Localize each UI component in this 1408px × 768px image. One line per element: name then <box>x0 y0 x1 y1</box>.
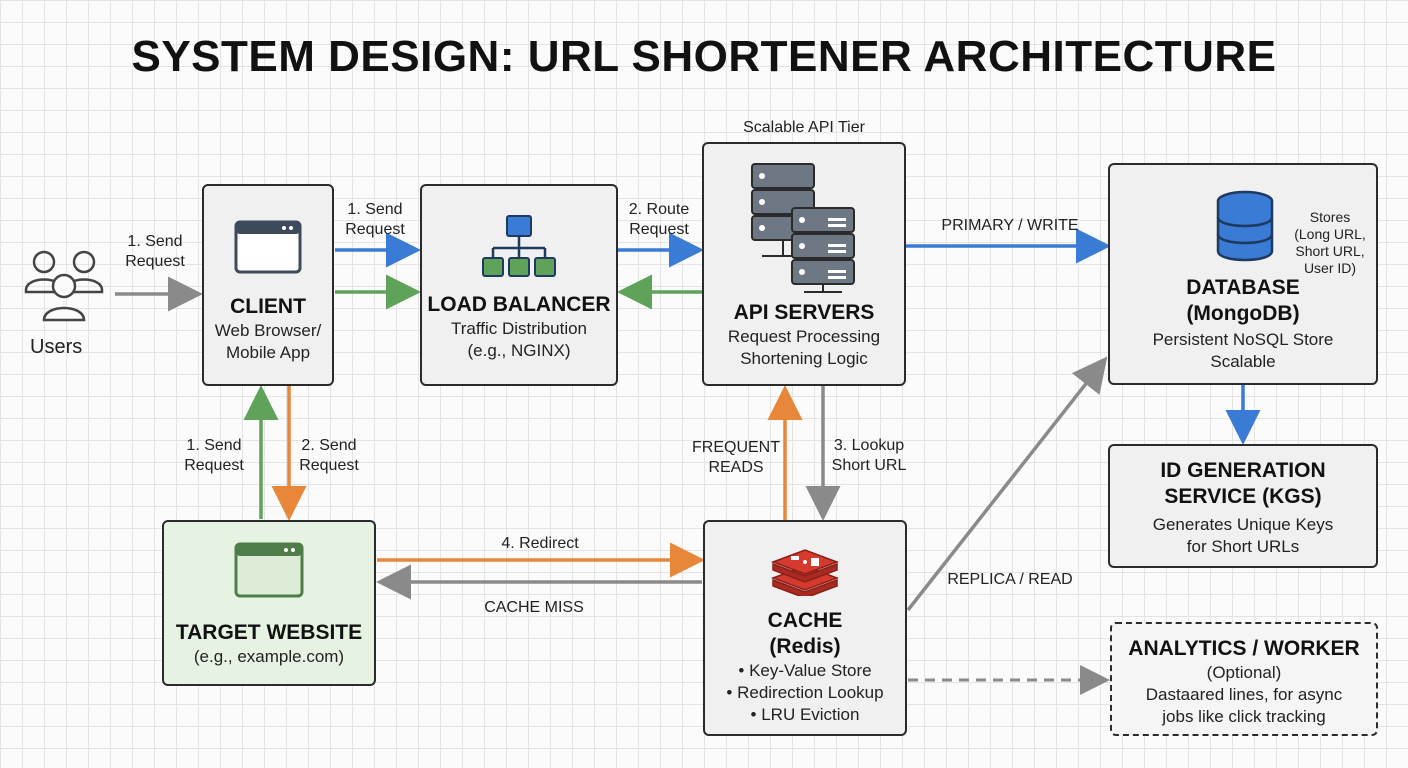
cache-bullet-2: • Redirection Lookup <box>726 683 884 702</box>
target-website-box[interactable]: TARGET WEBSITE (e.g., example.com) <box>162 520 376 686</box>
database-stores-note: Stores(Long URL,Short URL,User ID) <box>1294 209 1366 276</box>
client-title: CLIENT <box>230 295 306 318</box>
cache-title-2: (Redis) <box>769 635 841 658</box>
db-sub-1: Persistent NoSQL Store <box>1152 330 1334 349</box>
users-label: Users <box>30 336 83 358</box>
api-tier-label: Scalable API Tier <box>743 119 865 136</box>
lb-title: LOAD BALANCER <box>427 293 611 316</box>
lb-sub-1: Traffic Distribution <box>450 319 588 338</box>
users-icon <box>24 250 104 322</box>
label-primary-write: PRIMARY / WRITE <box>941 217 1079 234</box>
kgs-title-2: SERVICE (KGS) <box>1164 485 1322 508</box>
db-sub-2: Scalable <box>1210 352 1276 371</box>
db-title-2: (MongoDB) <box>1186 302 1300 325</box>
api-sub-1: Request Processing <box>727 327 881 346</box>
analytics-title: ANALYTICS / WORKER <box>1128 637 1360 660</box>
browser-window-icon <box>234 220 302 274</box>
database-box[interactable]: Stores(Long URL,Short URL,User ID) DATAB… <box>1108 163 1378 385</box>
website-window-icon <box>234 542 304 598</box>
analytics-sub-1: (Optional) <box>1206 663 1282 682</box>
cache-bullet-3: • LRU Eviction <box>750 705 860 724</box>
lb-sub-2: (e.g., NGINX) <box>467 341 571 360</box>
redis-icon <box>770 549 840 596</box>
client-sub-1: Web Browser/ <box>214 321 322 340</box>
analytics-sub-3: jobs like click tracking <box>1162 707 1326 726</box>
analytics-sub-2: Dastaared lines, for async <box>1145 685 1343 704</box>
servers-icon <box>751 163 855 293</box>
db-title-1: DATABASE <box>1186 276 1300 299</box>
diagram-title: SYSTEM DESIGN: URL SHORTENER ARCHITECTUR… <box>131 32 1277 81</box>
arrow-replica-read <box>906 356 1108 612</box>
cache-bullet-1: • Key-Value Store <box>738 661 872 680</box>
analytics-worker-box[interactable]: ANALYTICS / WORKER (Optional) Dastaared … <box>1110 622 1378 736</box>
kgs-box[interactable]: ID GENERATION SERVICE (KGS) Generates Un… <box>1108 444 1378 568</box>
network-hierarchy-icon <box>482 215 556 277</box>
client-sub-2: Mobile App <box>225 343 311 362</box>
label-redirect: 4. Redirect <box>501 535 579 552</box>
cache-title-1: CACHE <box>767 609 843 632</box>
kgs-title-1: ID GENERATION <box>1160 459 1326 482</box>
label-cache-miss: CACHE MISS <box>484 599 584 616</box>
api-title: API SERVERS <box>733 301 875 324</box>
kgs-sub-1: Generates Unique Keys <box>1152 515 1334 534</box>
api-servers-box[interactable]: API SERVERS Request Processing Shortenin… <box>702 142 906 386</box>
label-replica-read: REPLICA / READ <box>947 571 1073 588</box>
target-sub: (e.g., example.com) <box>193 647 345 666</box>
client-box[interactable]: CLIENT Web Browser/ Mobile App <box>202 184 334 386</box>
database-icon <box>1216 190 1274 262</box>
kgs-sub-2: for Short URLs <box>1186 537 1300 556</box>
load-balancer-box[interactable]: LOAD BALANCER Traffic Distribution (e.g.… <box>420 184 618 386</box>
cache-box[interactable]: CACHE (Redis) • Key-Value Store • Redire… <box>703 520 907 736</box>
api-sub-2: Shortening Logic <box>740 349 868 368</box>
target-title: TARGET WEBSITE <box>175 621 363 644</box>
